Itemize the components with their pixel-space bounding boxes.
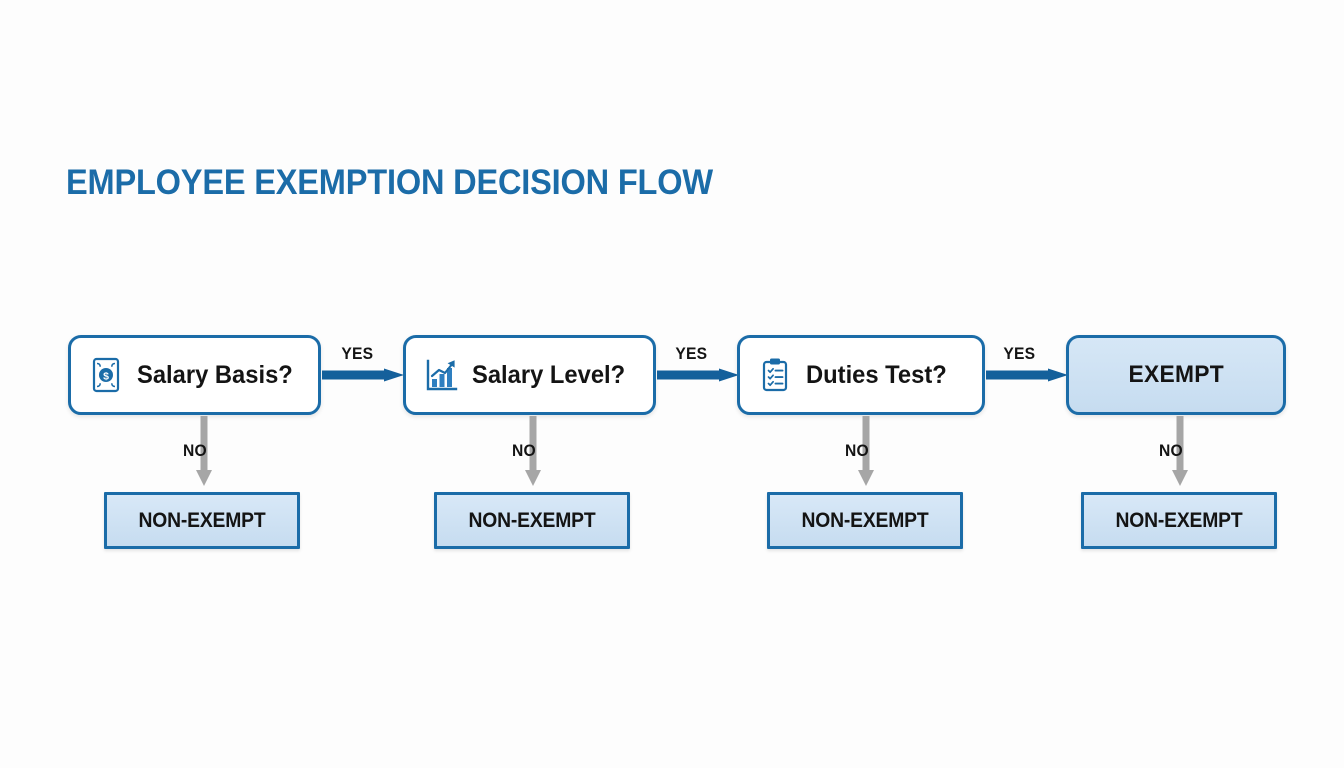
no-arrow-4 [1172,416,1188,486]
outcome-box-non-exempt-1[interactable]: NON-EXEMPT [104,492,300,549]
no-label-2: NO [512,441,536,460]
no-label-1: NO [183,441,207,460]
outcome-label: NON-EXEMPT [138,508,266,532]
outcome-box-non-exempt-3[interactable]: NON-EXEMPT [767,492,963,549]
yes-label-2: YES [675,344,708,363]
no-arrow-1 [196,416,212,486]
decision-box-salary-basis[interactable]: $ Salary Basis? [68,335,321,415]
decision-label: Salary Basis? [137,360,293,389]
page-title: EMPLOYEE EXEMPTION DECISION FLOW [66,163,713,202]
outcome-label: NON-EXEMPT [468,508,596,532]
yes-label-1: YES [341,344,374,363]
decision-label: Duties Test? [806,360,947,389]
no-arrow-2 [525,416,541,486]
banknote-dollar-icon: $ [92,357,120,393]
svg-text:$: $ [103,371,109,383]
outcome-box-non-exempt-2[interactable]: NON-EXEMPT [434,492,630,549]
no-arrow-3 [858,416,874,486]
clipboard-checklist-icon [762,358,788,392]
decision-box-salary-level[interactable]: Salary Level? [403,335,656,415]
decision-label: Salary Level? [472,360,626,389]
outcome-label: NON-EXEMPT [1115,508,1243,532]
outcome-box-non-exempt-4[interactable]: NON-EXEMPT [1081,492,1277,549]
decision-box-duties-test[interactable]: Duties Test? [737,335,985,415]
terminal-box-exempt[interactable]: EXEMPT [1066,335,1286,415]
terminal-label: EXEMPT [1128,361,1224,388]
outcome-label: NON-EXEMPT [801,508,929,532]
bar-chart-growth-icon [426,359,458,391]
yes-label-3: YES [1003,344,1036,363]
yes-arrow-2 [657,368,739,382]
no-label-4: NO [1159,441,1183,460]
yes-arrow-1 [322,368,404,382]
no-label-3: NO [845,441,869,460]
yes-arrow-3 [986,368,1068,382]
